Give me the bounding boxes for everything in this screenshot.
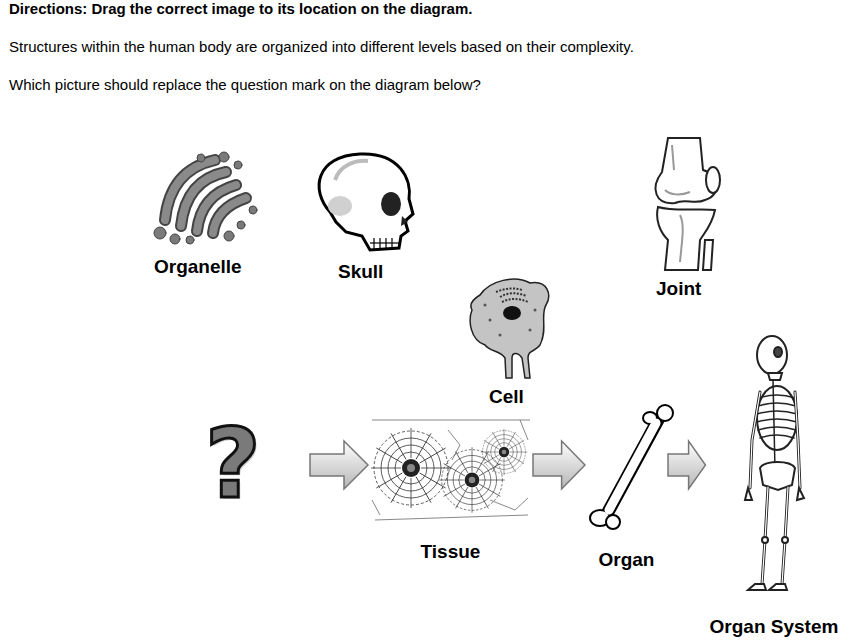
joint-picture bbox=[656, 138, 720, 270]
option-label: Skull bbox=[338, 261, 383, 283]
option-label: Cell bbox=[489, 386, 524, 408]
question-text: Which picture should replace the questio… bbox=[9, 76, 481, 93]
skull-picture bbox=[319, 154, 413, 250]
instruction-text: Structures within the human body are org… bbox=[9, 38, 634, 55]
level-item: Organ bbox=[585, 403, 668, 571]
skeleton-picture bbox=[745, 336, 804, 590]
organelle-picture bbox=[154, 152, 257, 244]
question-mark: ? bbox=[205, 412, 261, 517]
level-label: Organ System bbox=[710, 616, 839, 638]
level-label: Organ bbox=[599, 549, 655, 571]
question-slot: ? bbox=[200, 412, 310, 517]
block-arrow bbox=[668, 441, 706, 489]
option-label: Joint bbox=[656, 278, 701, 300]
tissue-picture bbox=[371, 420, 530, 520]
block-arrow bbox=[533, 441, 585, 489]
cell-picture bbox=[470, 279, 548, 378]
instruction-heading: Directions: Drag the correct image to it… bbox=[9, 0, 472, 17]
level-label: Tissue bbox=[421, 541, 481, 563]
block-arrow bbox=[310, 441, 368, 489]
bone-picture bbox=[590, 405, 673, 529]
level-item: Tissue bbox=[368, 403, 533, 563]
option-label: Organelle bbox=[154, 256, 242, 278]
level-item: Organ System bbox=[706, 333, 843, 638]
